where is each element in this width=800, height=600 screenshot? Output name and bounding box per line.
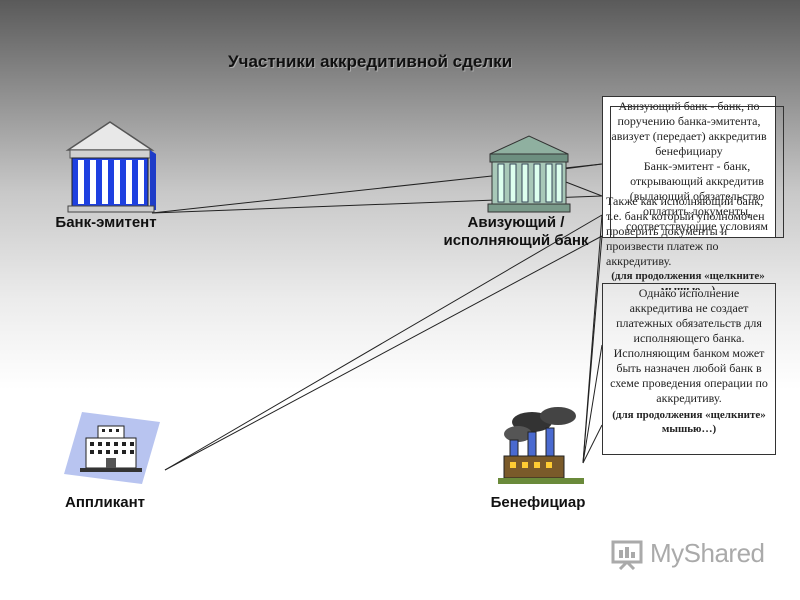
advising-bank-label-line2: исполняющий банк xyxy=(443,232,589,249)
presentation-icon xyxy=(611,540,643,570)
bank-issuer-icon xyxy=(64,118,156,214)
watermark-text: MyShared xyxy=(650,537,765,568)
beneficiary-label: Бенефициар xyxy=(490,494,586,511)
definition-text-executing-body: Также как исполняющий банк, т.е. банк ко… xyxy=(606,194,765,268)
definition-hint-executing: (для продолжения «щелкните» мышью…) xyxy=(611,270,765,290)
myshared-watermark: MyShared xyxy=(610,536,765,570)
beneficiary-icon xyxy=(498,404,584,488)
definition-text-issuer: Банк-эмитент - банк, открывающий аккреди… xyxy=(625,159,769,237)
definition-text-main: Однако исполнение аккредитива не создает… xyxy=(610,286,768,405)
advising-bank-label-line1: Авизующий / xyxy=(467,214,565,231)
bank-issuer-label: Банк-эмитент xyxy=(55,214,157,231)
definition-box-issuer[interactable]: Банк-эмитент - банк, открывающий аккреди… xyxy=(610,106,784,238)
definition-text-executing: Также как исполняющий банк, т.е. банк ко… xyxy=(602,192,774,290)
applicant-label: Аппликант xyxy=(65,494,145,511)
advising-bank-icon xyxy=(486,132,572,214)
slide-title: Участники аккредитивной сделки xyxy=(228,52,513,71)
definition-box-main[interactable]: Однако исполнение аккредитива не создает… xyxy=(602,283,776,455)
applicant-icon xyxy=(64,408,160,488)
definition-box-advising[interactable]: Авизующий банк - банк, по поручению банк… xyxy=(602,96,776,238)
advising-bank-label: Авизующий / исполняющий банк xyxy=(436,214,596,250)
definition-box-executing[interactable]: Также как исполняющий банк, т.е. банк ко… xyxy=(602,192,774,290)
continue-hint: (для продолжения «щелкните» мышью…) xyxy=(612,409,766,435)
